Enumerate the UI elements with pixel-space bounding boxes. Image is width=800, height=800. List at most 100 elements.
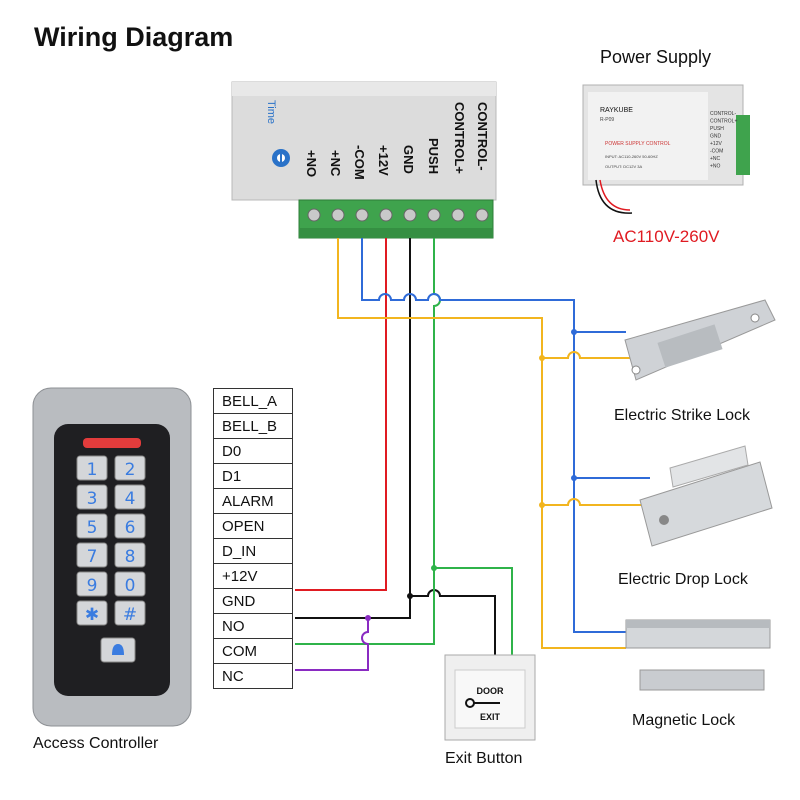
keypad-key: # [114,600,146,626]
electric-strike-lock [624,299,776,381]
keypad-key-label: 4 [125,489,136,509]
terminal-screw [355,208,369,222]
psu-terminal-label: +NC [710,156,721,162]
keypad-key-label: # [123,605,137,625]
keypad-key: 3 [76,484,108,510]
wire-blue-controller [361,238,626,633]
keypad-key-label: ✱ [85,605,99,625]
psu-terminal-label: GND [710,134,722,140]
controller-terminal-label: +NC [328,150,343,177]
keypad-key: 5 [76,513,108,539]
magnetic-lock [625,619,771,691]
wire-green-exit [434,567,513,655]
psu-model: R-P09 [600,117,614,123]
time-dial-icon [272,149,290,167]
keypad-key-label: 9 [87,576,98,596]
bell-key [100,637,136,663]
controller-terminal-label: -COM [352,145,367,180]
junctions [365,329,577,621]
terminal-label: NO [213,613,293,639]
exit-door-text: DOOR [477,686,505,696]
psu-terminal-label: +NO [710,164,721,170]
bell-icon [112,644,124,655]
keypad-key-label: 0 [125,576,136,596]
psu-terminal-label: +12V [710,141,722,147]
psu-terminal-label: PUSH [710,126,724,132]
terminal-screw [427,208,441,222]
controller-terminal-label: CONTROL- [475,102,490,171]
keypad-key: 9 [76,571,108,597]
strike-lock-label: Electric Strike Lock [614,407,751,424]
wire-yellow-drop [542,498,650,506]
exit-button-label: Exit Button [445,750,523,767]
page-title: Wiring Diagram [34,22,234,52]
terminal-screw [307,208,321,222]
terminal-screw [475,208,489,222]
wire-purple-keypad [295,618,369,671]
terminal-row: GND [213,588,293,614]
wire-black-exit [410,589,496,655]
terminal-label: D1 [213,463,293,489]
keypad-key: 8 [114,542,146,568]
time-label: Time [265,100,277,124]
terminal-row: D0 [213,438,293,464]
controller-terminal-label: CONTROL+ [452,102,467,174]
keypad-key: 4 [114,484,146,510]
access-controller-label: Access Controller [33,735,159,752]
wire-black-gnd [295,238,411,619]
terminal-screw [379,208,393,222]
power-supply-device: RAYKUBE R-P09 POWER SUPPLY CONTROL INPUT… [582,84,750,214]
terminal-row: BELL_B [213,413,293,439]
keypad-key-label: 5 [87,518,98,538]
keypad-key: 6 [114,513,146,539]
terminal-screw [451,208,465,222]
wires [295,238,650,671]
psu-brand: RAYKUBE [600,107,633,114]
keypad-key-label: 3 [87,489,98,509]
terminal-label: ALARM [213,488,293,514]
wire-yellow-strike [542,351,650,359]
terminal-label: D_IN [213,538,293,564]
controller-terminal-label: +12V [376,145,391,176]
controller-terminal-label: +NO [304,150,319,177]
magnetic-lock-label: Magnetic Lock [632,712,736,729]
keypad-key: 7 [76,542,108,568]
terminal-row: NO [213,613,293,639]
controller-terminal-label: PUSH [426,138,441,174]
terminal-label: COM [213,638,293,664]
terminal-row: D_IN [213,538,293,564]
terminal-row: BELL_A [213,388,293,414]
keypad-key-label: 6 [125,518,136,538]
psu-terminal-label: CONTROL- [710,111,736,117]
terminal-label: +12V [213,563,293,589]
psu-output-spec: OUTPUT: DC12V 3A [605,164,642,169]
keypad-key-label: 7 [87,547,98,567]
terminal-screw [403,208,417,222]
terminal-row: NC [213,663,293,689]
controller-terminal-label: GND [401,145,416,174]
drop-lock-label: Electric Drop Lock [618,571,748,588]
terminal-label: NC [213,663,293,689]
terminal-label: GND [213,588,293,614]
psu-terminal-label: CONTROL+ [710,119,737,125]
exit-exit-text: EXIT [480,712,501,722]
power-supply-label: Power Supply [600,47,712,67]
psu-input-spec: INPUT: AC110-260V 50-60HZ [605,154,658,159]
terminal-label: OPEN [213,513,293,539]
key-icon [465,698,500,708]
keypad-key-label: 8 [125,547,136,567]
access-power-controller: Time CONTROL- CONTROL+ PUSH GND +12V -CO… [231,81,497,201]
keypad-key-label: 2 [125,460,136,480]
power-input-label: AC110V-260V [613,227,720,246]
terminal-row: D1 [213,463,293,489]
terminal-row: COM [213,638,293,664]
terminal-row: +12V [213,563,293,589]
terminal-row: ALARM [213,488,293,514]
exit-button-device: DOOR EXIT [444,654,536,741]
wire-red-12v [295,238,387,591]
keypad-key: ✱ [76,600,108,626]
